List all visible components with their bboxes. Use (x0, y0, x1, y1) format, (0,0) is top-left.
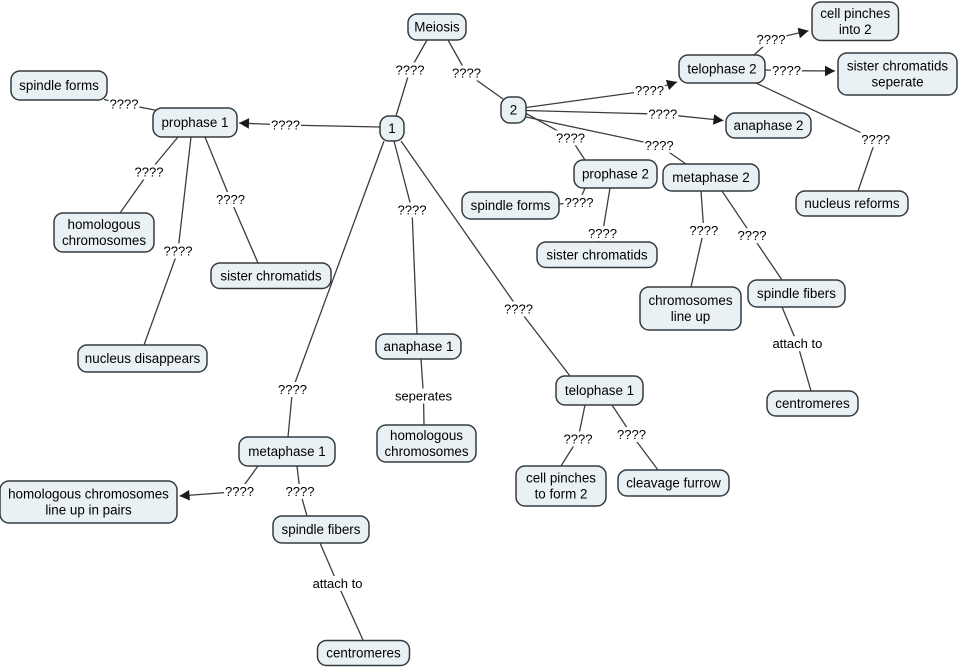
svg-text:metaphase 2: metaphase 2 (672, 170, 749, 185)
svg-text:spindle fibers: spindle fibers (282, 522, 361, 537)
svg-text:spindle forms: spindle forms (19, 78, 99, 93)
svg-text:metaphase 1: metaphase 1 (248, 444, 325, 459)
svg-text:prophase 2: prophase 2 (582, 167, 649, 182)
svg-text:line up in pairs: line up in pairs (45, 503, 132, 518)
svg-text:chromosomes: chromosomes (384, 444, 468, 459)
svg-text:attach to: attach to (772, 336, 822, 351)
svg-text:nucleus reforms: nucleus reforms (804, 196, 900, 211)
svg-text:seperates: seperates (395, 389, 453, 404)
svg-text:????: ???? (225, 484, 254, 499)
svg-text:into 2: into 2 (839, 22, 872, 37)
svg-text:sister chromatids: sister chromatids (546, 247, 648, 262)
svg-text:????: ???? (286, 484, 315, 499)
svg-text:sister chromatids: sister chromatids (847, 59, 949, 74)
svg-text:line up: line up (671, 309, 710, 324)
svg-text:????: ???? (556, 130, 585, 145)
svg-text:seperate: seperate (871, 75, 923, 90)
svg-text:homologous: homologous (68, 217, 141, 232)
svg-text:nucleus disappears: nucleus disappears (85, 351, 201, 366)
svg-text:????: ???? (635, 83, 664, 98)
svg-text:????: ???? (216, 192, 245, 207)
svg-text:????: ???? (565, 195, 594, 210)
svg-text:????: ???? (645, 138, 674, 153)
svg-text:to form 2: to form 2 (535, 487, 588, 502)
svg-text:chromosomes: chromosomes (62, 233, 146, 248)
svg-text:????: ???? (588, 226, 617, 241)
svg-text:telophase 2: telophase 2 (687, 62, 756, 77)
svg-text:????: ???? (398, 203, 427, 218)
svg-text:spindle fibers: spindle fibers (757, 286, 836, 301)
svg-text:1: 1 (388, 121, 395, 136)
svg-text:sister chromatids: sister chromatids (220, 268, 322, 283)
svg-text:attach to: attach to (313, 576, 363, 591)
svg-text:????: ???? (135, 165, 164, 180)
svg-text:????: ???? (772, 63, 801, 78)
svg-text:????: ???? (689, 223, 718, 238)
svg-text:????: ???? (164, 244, 193, 259)
svg-text:anaphase 2: anaphase 2 (734, 118, 804, 133)
svg-text:????: ???? (278, 382, 307, 397)
svg-text:????: ???? (861, 132, 890, 147)
svg-text:????: ???? (452, 66, 481, 81)
svg-text:????: ???? (504, 302, 533, 317)
svg-text:????: ???? (738, 228, 767, 243)
svg-text:centromeres: centromeres (775, 396, 850, 411)
svg-text:chromosomes: chromosomes (648, 293, 732, 308)
svg-text:homologous chromosomes: homologous chromosomes (8, 487, 169, 502)
svg-text:????: ???? (564, 432, 593, 447)
svg-text:centromeres: centromeres (326, 646, 401, 661)
svg-text:homologous: homologous (390, 428, 463, 443)
svg-text:prophase 1: prophase 1 (161, 115, 228, 130)
svg-text:telophase 1: telophase 1 (565, 383, 634, 398)
svg-text:????: ???? (648, 107, 677, 122)
svg-text:????: ???? (396, 63, 425, 78)
svg-text:cell pinches: cell pinches (526, 471, 596, 486)
svg-text:cleavage furrow: cleavage furrow (626, 476, 721, 491)
svg-text:Meiosis: Meiosis (414, 20, 460, 35)
svg-text:????: ???? (617, 427, 646, 442)
svg-text:????: ???? (110, 97, 139, 112)
svg-text:anaphase 1: anaphase 1 (384, 339, 454, 354)
svg-text:????: ???? (271, 118, 300, 133)
svg-text:cell pinches: cell pinches (820, 6, 890, 21)
svg-text:????: ???? (757, 32, 786, 47)
svg-text:2: 2 (510, 103, 517, 118)
svg-text:spindle forms: spindle forms (471, 198, 551, 213)
